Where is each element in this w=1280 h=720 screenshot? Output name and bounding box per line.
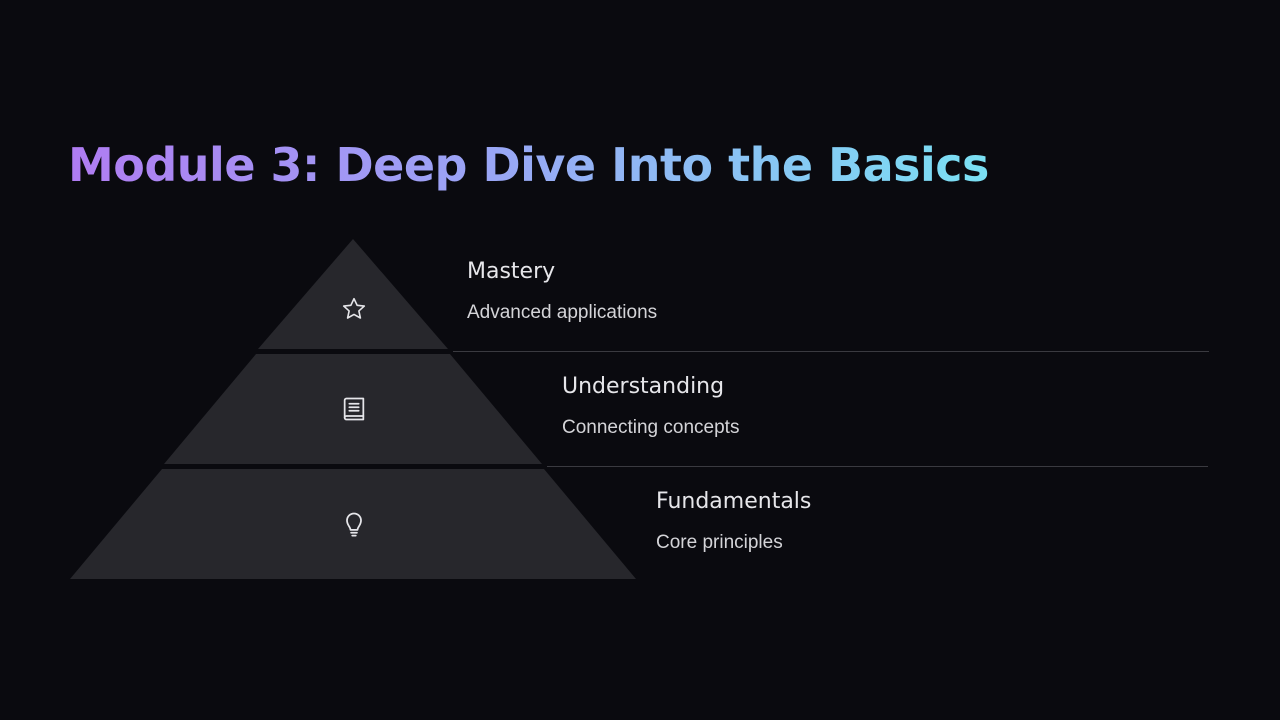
tier-heading: Mastery (467, 259, 556, 284)
tier-mastery: Mastery Advanced applications (467, 259, 657, 324)
pyramid-tier-mastery (258, 239, 448, 349)
tier-heading: Understanding (562, 374, 725, 399)
star-icon (342, 297, 366, 319)
tier-heading: Fundamentals (656, 489, 812, 514)
pyramid-tier-understanding (164, 354, 542, 464)
tier-divider (547, 466, 1208, 467)
tier-subtitle: Advanced applications (467, 302, 658, 323)
tier-subtitle: Core principles (656, 532, 783, 553)
tier-subtitle: Connecting concepts (562, 417, 740, 438)
pyramid-tier-fundamentals (70, 469, 636, 579)
tier-understanding: Understanding Connecting concepts (562, 374, 739, 439)
lightbulb-icon (346, 512, 362, 537)
tier-fundamentals: Fundamentals Core principles (656, 489, 811, 554)
slide-title: Module 3: Deep Dive Into the Basics (68, 138, 989, 192)
book-icon (343, 397, 365, 421)
tier-divider (453, 351, 1209, 352)
